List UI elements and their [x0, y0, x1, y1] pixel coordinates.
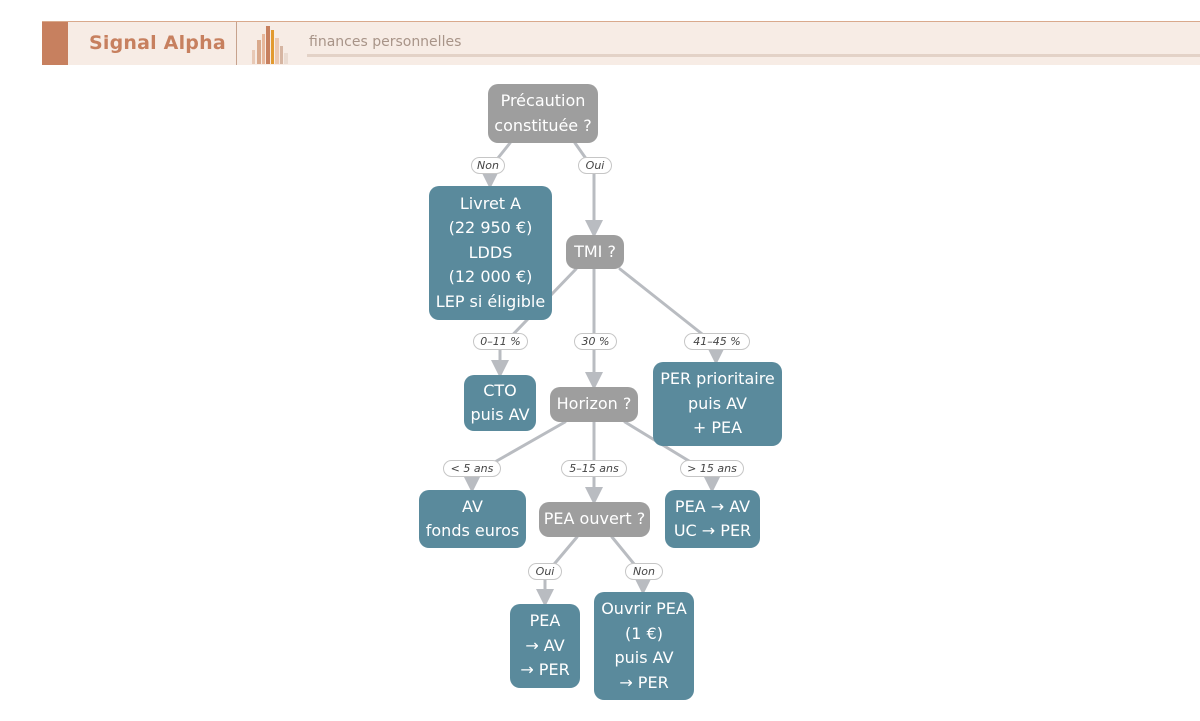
header-divider [236, 22, 237, 65]
edge-label-pea_ouvert-to-ouvrir_pea: Non [625, 563, 663, 580]
edge-label-precaution-to-tmi: Oui [578, 157, 612, 174]
tagline-underline [307, 54, 1200, 57]
edge-label-horizon-to-av_fonds: < 5 ans [443, 460, 501, 477]
node-pea-ouvert: PEA ouvert ? [539, 502, 650, 537]
site-tagline: finances personnelles [309, 34, 462, 50]
edge-label-horizon-to-pea_av_uc: > 15 ans [680, 460, 744, 477]
node-pea-av-uc: PEA → AV UC → PER [665, 490, 760, 548]
edge-label-tmi-to-cto: 0–11 % [473, 333, 528, 350]
edge-label-tmi-to-per_prio: 41–45 % [684, 333, 750, 350]
node-ouvrir-pea: Ouvrir PEA (1 €) puis AV → PER [594, 592, 694, 700]
brand-name[interactable]: Signal Alpha [89, 32, 226, 54]
node-tmi: TMI ? [566, 235, 624, 269]
node-av-fonds: AV fonds euros [419, 490, 526, 548]
node-livret: Livret A (22 950 €) LDDS (12 000 €) LEP … [429, 186, 552, 320]
node-cto: CTO puis AV [464, 375, 536, 431]
node-precaution: Précaution constituée ? [488, 84, 598, 143]
node-pea-av-per: PEA → AV → PER [510, 604, 580, 688]
site-header: Signal Alpha finances personnelles [42, 21, 1200, 65]
edge-label-horizon-to-pea_ouvert: 5–15 ans [561, 460, 627, 477]
node-per-prio: PER prioritaire puis AV + PEA [653, 362, 782, 446]
bar-chart-logo-icon[interactable] [248, 24, 296, 64]
edge-horizon-to-av_fonds [463, 420, 567, 493]
node-horizon: Horizon ? [550, 387, 638, 422]
edge-label-precaution-to-livret: Non [471, 157, 505, 174]
brand-color-block [42, 22, 68, 65]
edge-label-tmi-to-horizon: 30 % [574, 333, 617, 350]
edge-label-pea_ouvert-to-pea_av_per: Oui [528, 563, 562, 580]
